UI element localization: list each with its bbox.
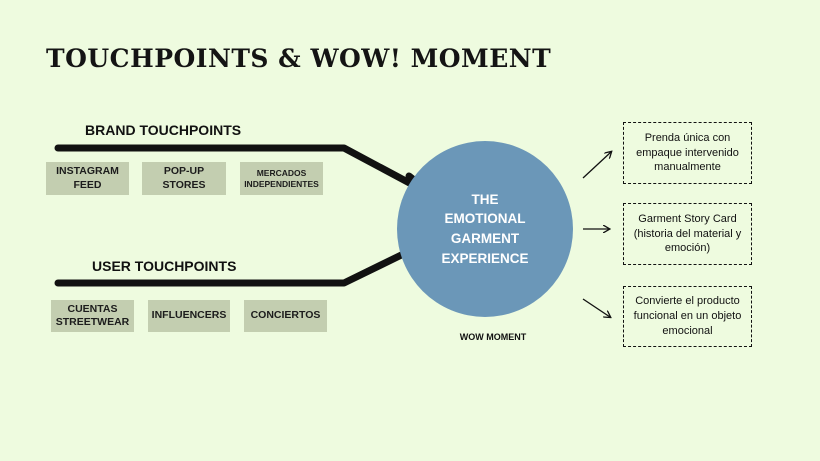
emotional-garment-experience-circle: THE EMOTIONAL GARMENT EXPERIENCE [397,141,573,317]
brand-touchpoints-label: BRAND TOUCHPOINTS [85,122,242,138]
tag-instagram-feed: INSTAGRAM FEED [46,162,129,195]
output-box-objeto-emocional: Convierte el producto funcional en un ob… [623,286,752,347]
output-box-prenda-unica: Prenda única con empaque intervenido man… [623,122,752,184]
page-title: TOUCHPOINTS & WOW! MOMENT [46,44,552,73]
output-arrow-3 [582,298,610,317]
tag-influencers: INFLUENCERS [148,300,230,332]
tag-conciertos: CONCIERTOS [244,300,327,332]
user-touchpoints-label: USER TOUCHPOINTS [92,258,237,274]
wow-moment-caption: WOW MOMENT [459,332,527,342]
brand-flow-arrow [54,144,436,199]
output-box-garment-story-card: Garment Story Card (historia del materia… [623,203,752,265]
tag-pop-up-stores: POP-UP STORES [142,162,226,195]
tag-cuentas-streetwear: CUENTAS STREETWEAR [51,300,134,332]
tag-mercados-independientes: MERCADOS INDEPENDIENTES [240,162,323,195]
output-arrow-1 [582,152,611,179]
